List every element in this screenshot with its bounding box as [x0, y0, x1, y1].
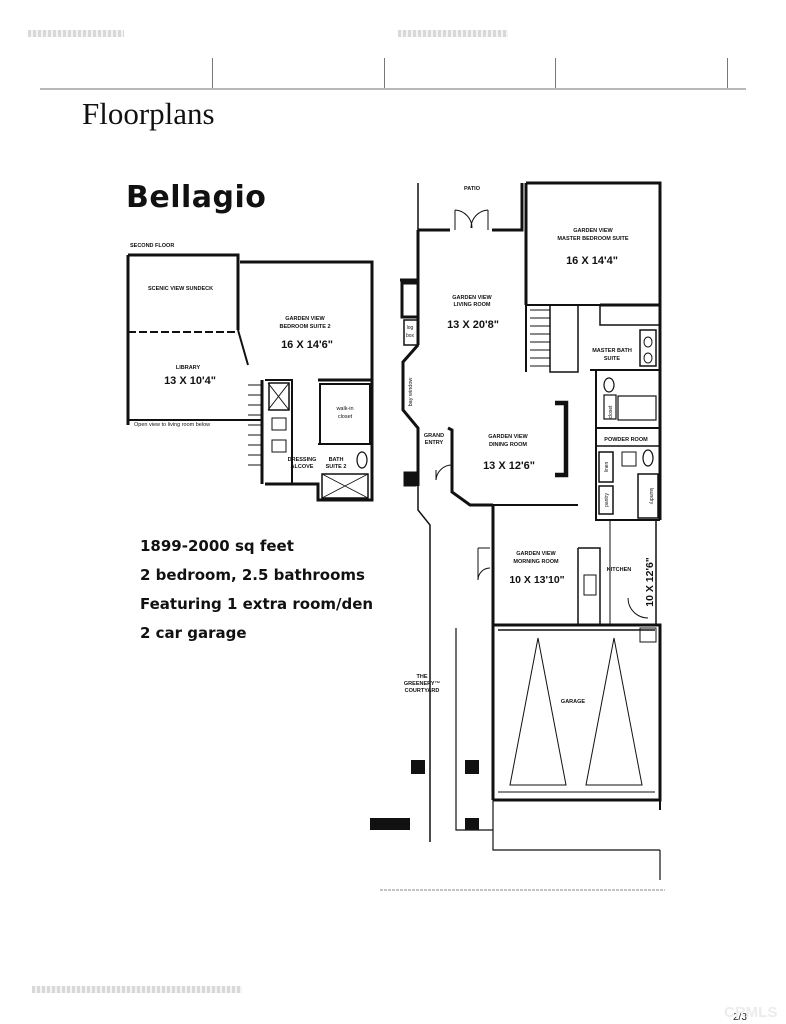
header-smudge-center: [398, 30, 508, 37]
master-bath-label-1: MASTER BATH: [592, 348, 632, 354]
living-size: 13 X 20'8": [447, 319, 499, 331]
living-label-1: GARDEN VIEW: [452, 295, 492, 301]
library-label: LIBRARY: [176, 365, 201, 371]
page-number: 2/3: [733, 1012, 747, 1023]
spec-garage: 2 car garage: [140, 624, 247, 642]
kitchen-size: 10 X 12'6": [644, 557, 656, 607]
bedroom2-label-1: GARDEN VIEW: [285, 316, 325, 322]
greenery-label-3: COURTYARD: [405, 688, 440, 694]
header-divider: [555, 58, 556, 88]
greenery-label-1: THE: [417, 674, 428, 680]
model-name: Bellagio: [126, 180, 267, 215]
second-floor-heading: SECOND FLOOR: [130, 243, 174, 249]
planter-block: [465, 760, 479, 774]
linen-label: linen: [604, 462, 610, 473]
header-divider: [727, 58, 728, 88]
walkin-label-2: closet: [338, 414, 353, 420]
pantry-label: pantry: [604, 493, 610, 507]
planter-block: [370, 818, 410, 830]
garage-label: GARAGE: [561, 699, 585, 705]
dining-size: 13 X 12'6": [483, 460, 535, 472]
page-title: Floorplans: [82, 96, 215, 131]
morning-label-1: GARDEN VIEW: [516, 551, 556, 557]
bath2-label-2: SUITE 2: [326, 464, 347, 470]
morning-label-2: MORNING ROOM: [513, 559, 559, 565]
morning-size: 10 X 13'10": [509, 574, 564, 586]
watermark-logo: CRMLS: [724, 1004, 778, 1021]
planter-block: [411, 760, 425, 774]
patio-label: PATIO: [464, 186, 481, 192]
spec-sqft: 1899-2000 sq feet: [140, 537, 294, 555]
dining-label-2: DINING ROOM: [489, 442, 527, 448]
closet-label: closet: [608, 405, 614, 419]
open-view-note: Open view to living room below: [134, 422, 210, 428]
bay-window-label: bay window: [408, 378, 414, 407]
spec-bedrooms: 2 bedroom, 2.5 bathrooms: [140, 566, 365, 584]
header-divider: [384, 58, 385, 88]
master-size: 16 X 14'4": [566, 255, 618, 267]
sundeck-label: SCENIC VIEW SUNDECK: [148, 286, 213, 292]
grand-entry-label-2: ENTRY: [425, 440, 444, 446]
specs-list: 1899-2000 sq feet 2 bedroom, 2.5 bathroo…: [140, 532, 373, 648]
laundry-label: laundry: [648, 488, 654, 505]
header-rule: [40, 88, 746, 90]
first-floor-plan: [380, 181, 665, 891]
header-divider: [212, 58, 213, 88]
powder-room-label: POWDER ROOM: [604, 437, 648, 443]
kitchen-label: KITCHEN: [607, 567, 631, 573]
dining-label-1: GARDEN VIEW: [488, 434, 528, 440]
dressing-label-1: DRESSING: [288, 457, 317, 463]
planter-block: [465, 818, 479, 830]
dressing-label-2: ALCOVE: [291, 464, 314, 470]
master-label-2: MASTER BEDROOM SUITE: [557, 236, 629, 242]
bedroom2-size: 16 X 14'6": [281, 339, 333, 351]
walkin-label-1: walk-in: [335, 406, 353, 412]
second-floor-plan: SECOND FLOOR: [126, 243, 374, 502]
footer-smudge: [32, 986, 242, 993]
library-size: 13 X 10'4": [164, 375, 216, 387]
bedroom2-label-2: BEDROOM SUITE 2: [279, 324, 330, 330]
master-label-1: GARDEN VIEW: [573, 228, 613, 234]
spec-extra-room: Featuring 1 extra room/den: [140, 595, 374, 613]
log-box-label-2: box: [406, 333, 415, 339]
bath2-label-1: BATH: [329, 457, 344, 463]
log-box-label-1: log: [407, 325, 414, 331]
living-label-2: LIVING ROOM: [454, 302, 491, 308]
grand-entry-label-1: GRAND: [424, 433, 444, 439]
header-smudge-left: [28, 30, 124, 37]
greenery-label-2: GREENERY™: [404, 681, 440, 687]
master-bath-label-2: SUITE: [604, 356, 621, 362]
